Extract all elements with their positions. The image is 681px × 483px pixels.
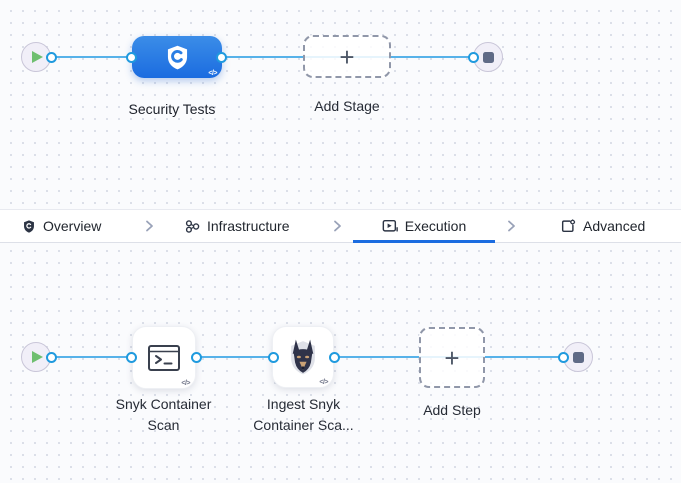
stage-tab-bar: Overview Infrastructure <box>0 209 681 243</box>
step-label[interactable]: Ingest Snyk Container Sca... <box>253 396 354 433</box>
snyk-dog-icon <box>287 338 319 376</box>
play-icon <box>32 351 43 363</box>
stage-label[interactable]: Security Tests <box>128 101 216 117</box>
chevron-right-icon <box>143 220 155 232</box>
add-step-label[interactable]: Add Step <box>423 402 481 418</box>
tab-label: Advanced <box>583 218 646 234</box>
nodes-icon <box>185 219 200 234</box>
plus-icon: + <box>444 342 460 373</box>
connector-dot[interactable] <box>46 351 57 363</box>
add-stage-button[interactable]: + <box>303 35 391 78</box>
add-step-button[interactable]: + <box>419 327 485 388</box>
tab-infrastructure[interactable]: Infrastructure <box>185 210 289 242</box>
tab-advanced[interactable]: Advanced <box>560 210 645 242</box>
connector-dot[interactable] <box>46 51 57 63</box>
connector-dot[interactable] <box>191 351 202 363</box>
chevron-right-icon <box>331 220 343 232</box>
stage-connector-line <box>36 56 488 58</box>
shield-icon <box>22 219 36 234</box>
chevron-right-icon <box>505 220 517 232</box>
stop-icon <box>572 351 584 363</box>
add-stage-label[interactable]: Add Stage <box>314 98 380 114</box>
connector-dot[interactable] <box>126 51 137 63</box>
file-gear-icon <box>560 218 576 234</box>
code-badge-icon: </> <box>181 380 190 387</box>
stop-icon <box>482 51 494 63</box>
tab-execution[interactable]: Execution <box>353 210 495 243</box>
security-shield-icon <box>164 44 191 71</box>
play-square-icon <box>382 218 398 234</box>
step-node-snyk-container-scan[interactable]: </> <box>132 326 196 389</box>
code-badge-icon: </> <box>319 379 328 386</box>
terminal-icon <box>147 344 181 372</box>
tab-label: Overview <box>43 218 102 234</box>
connector-dot[interactable] <box>558 351 569 363</box>
tab-label: Execution <box>404 218 467 234</box>
connector-dot[interactable] <box>268 351 279 363</box>
tab-overview[interactable]: Overview <box>22 210 101 242</box>
play-icon <box>32 51 43 63</box>
plus-icon: + <box>339 41 355 72</box>
connector-dot[interactable] <box>468 51 479 63</box>
step-node-ingest-snyk[interactable]: </> <box>272 326 334 388</box>
stage-node-security-tests[interactable]: </> <box>132 36 222 78</box>
connector-dot[interactable] <box>216 51 227 63</box>
step-label[interactable]: Snyk Container Scan <box>115 396 212 433</box>
connector-dot[interactable] <box>126 351 137 363</box>
tab-label: Infrastructure <box>207 218 290 234</box>
connector-dot[interactable] <box>329 351 340 363</box>
code-badge-icon: </> <box>208 70 217 77</box>
